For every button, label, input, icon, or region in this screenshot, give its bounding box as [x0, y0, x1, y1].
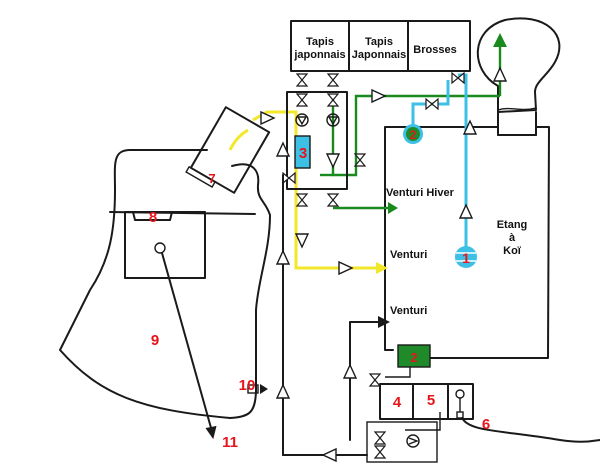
pump-icon	[295, 113, 309, 127]
drain-pipe	[161, 252, 214, 436]
pumps	[295, 113, 340, 127]
level-float-icon	[455, 389, 465, 399]
label-venturi-black: Venturi	[390, 305, 427, 317]
valve-icon[interactable]	[282, 171, 296, 185]
yellow-inlet	[228, 128, 249, 151]
flow-arrow-icon	[275, 383, 291, 399]
garden-area	[59, 149, 271, 440]
flow-arrow-icon	[338, 260, 354, 276]
flow-arrow-icon	[492, 66, 508, 82]
outlet-10	[247, 384, 259, 394]
blue-pipes	[411, 73, 468, 247]
arrow-head	[205, 425, 217, 440]
flow-arrow-icon	[275, 141, 291, 157]
filter-7	[185, 106, 271, 194]
box-label-tapis-1b: japonnais	[293, 49, 345, 61]
overflow-pipe-6	[461, 417, 600, 443]
box-label-tapis-2b: Japonnais	[352, 49, 406, 61]
valve-icon[interactable]	[373, 431, 387, 445]
valve-icon[interactable]	[425, 97, 439, 111]
label-venturi-yellow: Venturi	[390, 249, 427, 261]
pump-icon-arrow	[327, 116, 339, 126]
marker-3: 3	[299, 145, 307, 162]
valve-icon[interactable]	[295, 93, 309, 107]
valve-icon[interactable]	[451, 71, 465, 85]
flow-arrow-icon	[260, 110, 276, 126]
valve-icon[interactable]	[353, 153, 367, 167]
yellow-pipe	[252, 110, 388, 274]
pond-label-line1: Etang	[497, 219, 528, 231]
flow-arrow-icon	[325, 153, 341, 169]
valves	[282, 71, 465, 459]
koi-pond-outline: Etang à Koï	[384, 126, 550, 359]
filter-box-frame	[290, 20, 471, 72]
box-label-tapis-1a: Tapis	[306, 36, 334, 48]
bulb-prefilter	[476, 17, 561, 136]
flow-arrow-icon	[371, 88, 387, 104]
box-label-brosses: Brosses	[413, 44, 456, 56]
svg-text:2: 2	[410, 128, 417, 142]
marker-2-bottom: 2	[410, 350, 417, 365]
marker-8: 8	[149, 209, 157, 226]
valve-icon[interactable]	[326, 93, 340, 107]
basin-8	[124, 211, 206, 279]
marker-5: 5	[427, 392, 435, 409]
marker-11: 11	[222, 434, 238, 451]
marker-2-top: 2	[403, 124, 423, 144]
marker-9: 9	[151, 332, 159, 349]
return-pipes	[282, 174, 390, 456]
box-label-tapis-2a: Tapis	[365, 36, 393, 48]
bottom-filter-boxes	[354, 344, 600, 463]
label-venturi-hiver: Venturi Hiver	[386, 187, 455, 199]
pump-icon	[406, 434, 420, 448]
valve-icon[interactable]	[326, 193, 340, 207]
flow-arrow-icon	[342, 363, 358, 379]
marker-10: 10	[239, 377, 256, 394]
marker-1: 1	[455, 246, 477, 268]
marker-7: 7	[208, 171, 215, 186]
valve-icon[interactable]	[295, 73, 309, 87]
flow-arrow-icon	[458, 203, 474, 219]
marker-6: 6	[482, 416, 490, 433]
drain-inlet-icon	[154, 242, 166, 254]
valve-icon[interactable]	[295, 193, 309, 207]
arrow-head	[260, 384, 268, 394]
green-box-2	[397, 344, 431, 368]
pump-icon-arrow	[296, 116, 308, 126]
uv-filter-3	[294, 135, 311, 169]
pond-label-line2: à	[509, 232, 516, 244]
pump-valve-frame	[286, 91, 348, 190]
valve-icon[interactable]	[368, 373, 382, 387]
marker-4: 4	[393, 394, 402, 411]
pond-label-line3: Koï	[503, 245, 522, 257]
svg-text:1: 1	[462, 250, 470, 266]
valve-icon[interactable]	[326, 73, 340, 87]
valve-icon[interactable]	[373, 445, 387, 459]
flow-arrow-icon	[462, 119, 478, 135]
flow-arrow-icon	[275, 249, 291, 265]
flow-arrow-icon	[321, 447, 337, 463]
top-filter-boxes: Tapis japonnais Tapis Japonnais Brosses	[290, 20, 471, 72]
flow-arrow-icon	[294, 233, 310, 249]
pump-icon	[326, 113, 340, 127]
flow-direction-arrows	[260, 66, 508, 463]
